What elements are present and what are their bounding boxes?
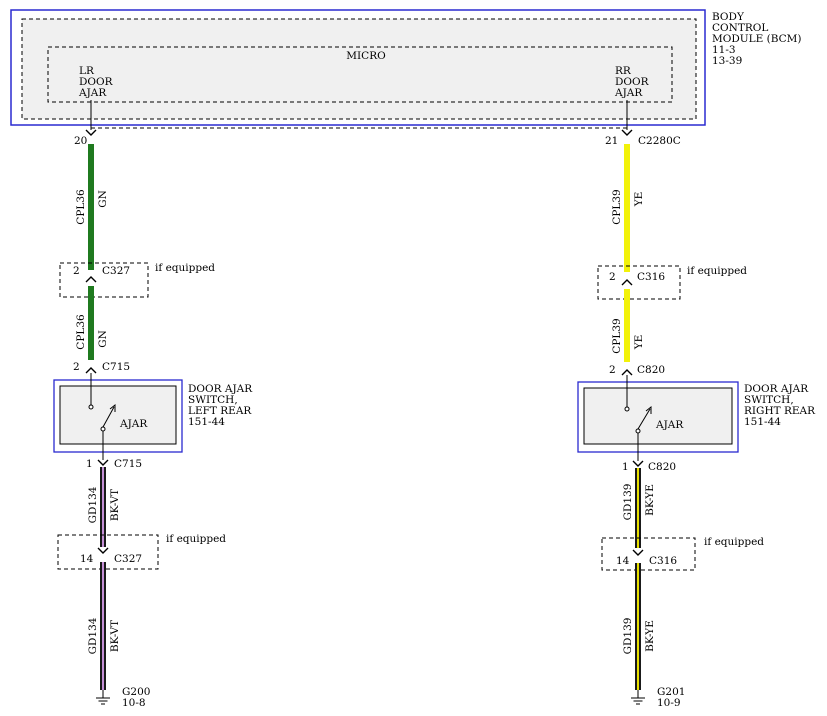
connector-c327-top-box bbox=[59, 262, 149, 298]
connector-c316-top-note: if equipped bbox=[687, 265, 747, 277]
wire-gd134-color-label-1: BK-VT bbox=[109, 489, 121, 521]
connector-c715-bottom-pin: 1 bbox=[86, 458, 93, 470]
wire-gd134-circuit-label-1: GD134 bbox=[87, 486, 99, 523]
connector-c316-top-box bbox=[597, 265, 681, 300]
connector-c316-top-terminal bbox=[621, 279, 633, 286]
connector-c316-bottom-box bbox=[601, 537, 696, 571]
connector-c316-bottom-note: if equipped bbox=[704, 536, 764, 548]
wire-cpl36-circuit-label-2: CPL36 bbox=[75, 314, 87, 350]
wire-cpl39-color-label-1: YE bbox=[633, 192, 645, 208]
connector-c715-top-name: C715 bbox=[102, 361, 130, 373]
connector-c316-top-name: C316 bbox=[637, 271, 665, 283]
bcm-pin-21: 21 bbox=[605, 135, 618, 147]
lr-door-ajar-input-label: LR DOOR AJAR bbox=[78, 65, 116, 99]
wire-cpl39-circuit-label-1: CPL39 bbox=[611, 189, 623, 224]
connector-c316-top-pin: 2 bbox=[609, 271, 616, 283]
connector-c715-top-pin: 2 bbox=[73, 361, 80, 373]
right-switch-blade-arrow bbox=[645, 405, 652, 414]
wire-cpl36-segment-1 bbox=[88, 144, 94, 270]
bcm-connector-c2280c: C2280C bbox=[638, 135, 681, 147]
left-switch-label: AJAR bbox=[119, 418, 148, 430]
wire-cpl39-circuit-label-2: CPL39 bbox=[611, 318, 623, 353]
connector-c327-bottom-box bbox=[57, 534, 159, 570]
right-switch-blade bbox=[637, 408, 651, 430]
connector-c820-bottom-name: C820 bbox=[648, 461, 676, 473]
wire-cpl36-color-label-1: GN bbox=[97, 190, 109, 208]
connector-c327-bottom-note: if equipped bbox=[166, 533, 226, 545]
left-switch-contact-bottom bbox=[100, 426, 106, 432]
micro-label: MICRO bbox=[346, 50, 386, 62]
connector-c327-bottom-terminal bbox=[97, 547, 109, 554]
bcm-module: MICRO LR DOOR AJAR RR DOOR AJAR BODY CON… bbox=[10, 9, 805, 130]
right-switch-contact-bottom bbox=[635, 428, 641, 434]
wire-cpl39-color-label-2: YE bbox=[633, 335, 645, 351]
bcm-outer-border bbox=[10, 9, 706, 126]
connector-c715-bottom-terminal bbox=[97, 459, 109, 466]
left-switch-blade bbox=[102, 406, 115, 428]
right-switch-outer-border bbox=[577, 381, 739, 453]
left-switch-title: DOOR AJAR SWITCH, LEFT REAR 151-44 bbox=[188, 383, 256, 428]
connector-c820-top-name: C820 bbox=[637, 364, 665, 376]
wire-gd139-color-label-2: BK-YE bbox=[644, 620, 656, 652]
left-rear-circuit: 20 CPL36 GN 2 C327 if equipped CPL36 GN … bbox=[53, 129, 256, 709]
ground-g200-ref: 10-8 bbox=[122, 697, 146, 709]
connector-c316-bottom-name: C316 bbox=[649, 555, 677, 567]
right-rear-circuit: 21 C2280C CPL39 YE 2 C316 if equipped CP… bbox=[577, 129, 818, 709]
wire-gd134-circuit-label-2: GD134 bbox=[87, 617, 99, 654]
wire-gd139-color-label-1: BK-YE bbox=[644, 484, 656, 516]
bcm-pin-21-terminal bbox=[621, 129, 633, 136]
wire-cpl39-segment-2 bbox=[624, 289, 630, 362]
connector-c820-bottom-pin: 1 bbox=[622, 461, 629, 473]
connector-c820-top-pin: 2 bbox=[609, 364, 616, 376]
wire-gd139-circuit-label-1: GD139 bbox=[622, 484, 634, 521]
micro-dashed-box bbox=[47, 46, 673, 103]
left-switch-inner-box bbox=[59, 385, 177, 445]
left-switch-contact-top bbox=[88, 404, 94, 410]
connector-c715-top-terminal bbox=[85, 367, 97, 374]
connector-c327-top-name: C327 bbox=[102, 265, 130, 277]
ground-g201-name: G201 bbox=[657, 686, 685, 698]
right-switch-title: DOOR AJAR SWITCH, RIGHT REAR 151-44 bbox=[744, 383, 818, 428]
right-switch-label: AJAR bbox=[655, 419, 684, 431]
right-switch-inner-box bbox=[583, 387, 733, 445]
ground-g201-ref: 10-9 bbox=[657, 697, 681, 709]
wire-cpl39-segment-1 bbox=[624, 144, 630, 272]
wire-cpl36-circuit-label-1: CPL36 bbox=[75, 189, 87, 225]
connector-c316-bottom-terminal bbox=[632, 549, 644, 556]
ground-g201-icon bbox=[631, 690, 645, 705]
right-switch-contact-top bbox=[624, 406, 630, 412]
connector-c327-top-pin: 2 bbox=[73, 265, 80, 277]
wire-cpl36-segment-2 bbox=[88, 286, 94, 360]
wire-gd139-circuit-label-2: GD139 bbox=[622, 618, 634, 655]
wire-gd134-color-label-2: BK-VT bbox=[109, 620, 121, 652]
left-switch-blade-arrow bbox=[109, 403, 116, 412]
left-switch-outer-border bbox=[53, 379, 183, 453]
ground-g200-name: G200 bbox=[122, 686, 150, 698]
connector-c316-bottom-pin: 14 bbox=[616, 555, 630, 567]
connector-c327-top-terminal bbox=[85, 276, 97, 283]
connector-c327-bottom-name: C327 bbox=[114, 553, 142, 565]
connector-c327-bottom-pin: 14 bbox=[80, 553, 94, 565]
bcm-title: BODY CONTROL MODULE (BCM) 11-3 13-39 bbox=[712, 11, 805, 67]
bcm-pin-20-terminal bbox=[85, 129, 97, 136]
rr-door-ajar-input-label: RR DOOR AJAR bbox=[614, 65, 652, 99]
connector-c327-top-note: if equipped bbox=[155, 262, 215, 274]
connector-c820-bottom-terminal bbox=[632, 460, 644, 467]
bcm-pin-20: 20 bbox=[74, 135, 87, 147]
wire-cpl36-color-label-2: GN bbox=[97, 330, 109, 348]
bcm-inner-dashed bbox=[21, 18, 697, 120]
ground-g200-icon bbox=[96, 690, 110, 705]
connector-c820-top-terminal bbox=[621, 369, 633, 376]
connector-c715-bottom-name: C715 bbox=[114, 458, 142, 470]
